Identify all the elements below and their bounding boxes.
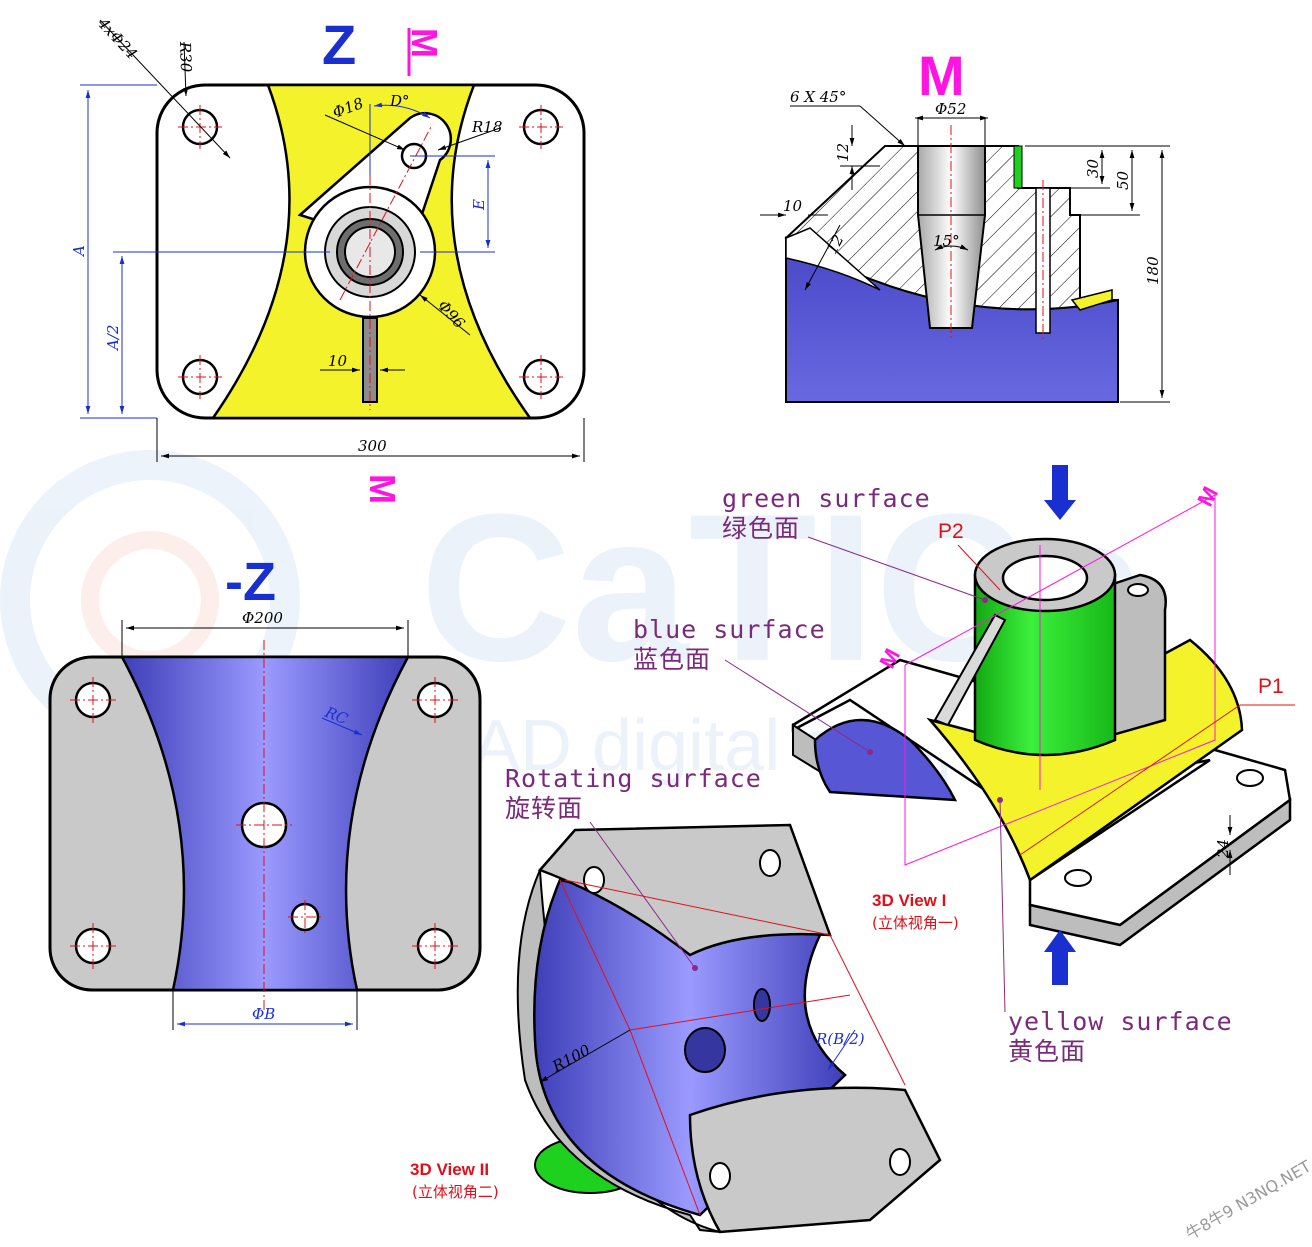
flange-hole <box>583 866 605 894</box>
3d1-plate-hole <box>1236 769 1264 787</box>
top-view-centerlines <box>178 105 563 410</box>
callout-dot <box>867 749 873 755</box>
dim-line-rc <box>321 717 363 736</box>
dim-r30: R30 <box>176 41 195 73</box>
callout-dot <box>982 597 988 603</box>
dim-d-angle: D° <box>389 92 410 110</box>
callout-leaders <box>589 536 1006 1013</box>
3d1-rib <box>933 613 1007 727</box>
dim-line-r100 <box>539 1029 631 1083</box>
view2-subtitle: (立体视角二) <box>412 1183 499 1201</box>
3d2-bottom-flange <box>688 1086 942 1234</box>
dim-24: 24 <box>1214 839 1232 859</box>
section-marker-m-bottom: M <box>362 474 403 504</box>
callout-rotating-en: Rotating surface <box>505 764 762 793</box>
flange-hole <box>889 1148 911 1176</box>
section-view-m: M <box>760 44 1170 403</box>
dim-angle15: 15° <box>933 232 960 250</box>
dim-30: 30 <box>1084 158 1102 178</box>
callout-yellow-en: yellow surface <box>1008 1007 1233 1036</box>
bottom-view-centerlines <box>70 640 458 1010</box>
3d1-green-surface <box>973 573 1117 757</box>
dim-50: 50 <box>1114 170 1132 190</box>
flange-hole <box>709 1162 731 1190</box>
dim-phib: ΦB <box>252 1005 275 1023</box>
dim-line-rb2 <box>827 1029 856 1071</box>
3d2-red-lines <box>559 879 906 1216</box>
callout-yellow-cn: 黄色面 <box>1008 1037 1086 1066</box>
view-label-z: Z <box>322 13 356 76</box>
dim-10: 10 <box>783 197 803 215</box>
bottom-view-neg-z: -Z Φ200 RC Φ <box>48 552 482 1030</box>
3d1-section-plane <box>904 494 1216 866</box>
dim-phi52: Φ52 <box>935 100 966 118</box>
dim-holes: 4xΦ24 <box>93 14 141 63</box>
section-lip <box>785 227 881 291</box>
3d1-arm-hole <box>1127 583 1149 597</box>
3d1-blue-surface <box>813 718 958 802</box>
dim-r18: R18 <box>471 118 502 136</box>
section-green-surface <box>1013 145 1023 189</box>
top-view-z: 4xΦ24 R30 D° Φ18 R18 E A A/2 Φ96 10 300 … <box>70 13 586 504</box>
3d1-plate-hole <box>1064 869 1092 887</box>
dim-ten: 10 <box>328 352 348 370</box>
bottom-view-dimension-lines <box>121 620 409 1030</box>
dim-width: 300 <box>358 437 387 455</box>
3d1-m-marker-top: M <box>1192 482 1223 510</box>
dim-180: 180 <box>1144 256 1162 285</box>
3d1-z-arrow-top <box>1044 465 1076 520</box>
3d-view-2: R100 R(B/2) 3D View II (立体视角二) <box>410 823 942 1234</box>
p1-label: P1 <box>1258 675 1284 698</box>
callout-blue-cn: 蓝色面 <box>633 645 711 674</box>
dim-phi200: Φ200 <box>242 609 283 627</box>
callout-dot <box>997 797 1003 803</box>
view-label-neg-z: -Z <box>225 552 276 612</box>
p2-label: P2 <box>938 520 964 543</box>
3d1-z-arrow-bottom <box>1044 930 1076 985</box>
view2-title: 3D View II <box>410 1160 489 1179</box>
top-view-leaders <box>99 19 585 462</box>
dim-rb2: R(B/2) <box>815 1030 865 1048</box>
blue-hole <box>753 988 771 1022</box>
section-yellow-edge <box>1070 289 1113 311</box>
3d1-base-side <box>1028 797 1292 947</box>
section-marker-m-top: M <box>404 28 445 58</box>
callout-green-en: green surface <box>722 484 931 513</box>
callouts: green surface 绿色面 blue surface 蓝色面 Rotat… <box>505 484 1233 1066</box>
dim-12a: 12 <box>834 143 852 162</box>
3d-view-1: M M 24 P1 P2 3D View I (立体视角一) <box>791 465 1295 985</box>
top-view-dimension-lines <box>80 84 495 419</box>
3d1-red-lines <box>957 544 1295 856</box>
section-dimension-lines <box>760 105 1170 403</box>
callout-blue-en: blue surface <box>633 615 826 644</box>
flange-hole <box>759 849 781 877</box>
view1-subtitle: (立体视角一) <box>872 914 959 932</box>
dim-a-half: A/2 <box>104 325 122 352</box>
callout-green-cn: 绿色面 <box>722 514 800 543</box>
3d1-boss-bore <box>1001 554 1089 602</box>
dim-chamfer: 6 X 45° <box>790 88 846 106</box>
dim-e: E <box>470 199 488 211</box>
callout-rotating-cn: 旋转面 <box>505 794 583 823</box>
dim-a: A <box>70 245 88 258</box>
view-label-m: M <box>918 44 965 107</box>
3d2-holes <box>583 849 911 1190</box>
blue-hole <box>684 1027 726 1073</box>
view1-title: 3D View I <box>872 891 946 910</box>
corner-watermark: 牛8牛9 N3NQ.NET <box>1183 1156 1312 1243</box>
callout-dot <box>692 965 698 971</box>
watermark-logo-gear <box>81 531 219 669</box>
